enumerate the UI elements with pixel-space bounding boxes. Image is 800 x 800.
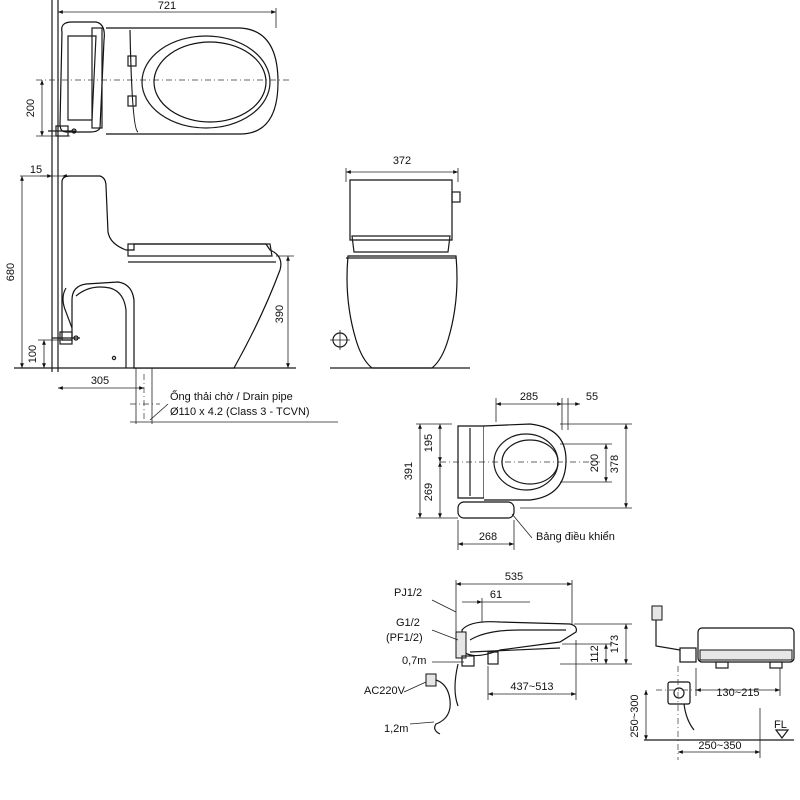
dim-side-offset: 15 [30, 164, 42, 176]
power-plug-icon [425, 673, 451, 735]
seat-valve-icon [455, 631, 499, 667]
dim-outlet-floor-range: 250~350 [698, 740, 741, 752]
top-view: 721 200 [25, 0, 290, 137]
drain-center-icon [330, 330, 350, 350]
cord-label: 1,2m [384, 723, 408, 735]
dim-side-height: 680 [5, 263, 17, 281]
dim-seat-side-h2: 173 [609, 635, 621, 653]
drain-pipe-spec: Ø110 x 4.2 (Class 3 - TCVN) [170, 406, 310, 418]
supply-pipe-icon [52, 287, 80, 345]
dim-side-drain-distance: 305 [91, 375, 109, 387]
dim-seat-top-left-a: 391 [403, 462, 415, 480]
g-label: G1/2 [396, 617, 420, 629]
dim-front-width: 372 [393, 155, 411, 167]
dim-seat-top-b: 55 [586, 391, 598, 403]
hose-label: 0,7m [402, 655, 426, 667]
dim-top-depth: 200 [25, 99, 37, 117]
dim-seat-side-h1: 112 [589, 645, 601, 663]
seat-side-view: 535 61 PJ1/2 G1/2 (PF1/2) 0,7m [364, 571, 632, 735]
dim-side-seat-height: 390 [274, 305, 286, 323]
dim-seat-top-left-b: 195 [423, 434, 435, 452]
side-view: 15 680 100 390 [5, 164, 338, 424]
dim-seat-top-left-c: 269 [423, 483, 435, 501]
control-panel-label: Bảng điều khiển [536, 531, 615, 543]
dim-outlet-v-range: 250~300 [629, 694, 641, 737]
outlet-view: FL 130~215 250~300 250~350 [629, 605, 795, 760]
dim-top-width: 721 [158, 0, 176, 12]
dim-outlet-h-range: 130~215 [716, 687, 759, 699]
power-outlet-icon [667, 681, 695, 731]
dim-seat-top-right-a: 200 [589, 454, 601, 472]
dim-seat-side-length: 535 [505, 571, 523, 583]
dim-seat-side-range: 437~513 [510, 681, 553, 693]
pf-label: (PF1/2) [386, 632, 423, 644]
front-view: 372 [330, 155, 470, 369]
dim-seat-side-offset: 61 [490, 589, 502, 601]
pj-label: PJ1/2 [394, 587, 422, 599]
floor-label: FL [774, 719, 787, 731]
drain-pipe-label: Ống thải chờ / Drain pipe [170, 389, 293, 403]
seat-top-view: 285 55 391 195 269 200 378 [403, 391, 632, 550]
power-label: AC220V [364, 685, 406, 697]
dim-seat-top-bottom: 268 [479, 531, 497, 543]
supply-hose-icon [651, 605, 697, 663]
dim-seat-top-right-b: 378 [609, 455, 621, 473]
dim-side-floor-pipe: 100 [27, 345, 39, 363]
wall-line [51, 0, 59, 372]
dim-seat-top-a: 285 [520, 391, 538, 403]
